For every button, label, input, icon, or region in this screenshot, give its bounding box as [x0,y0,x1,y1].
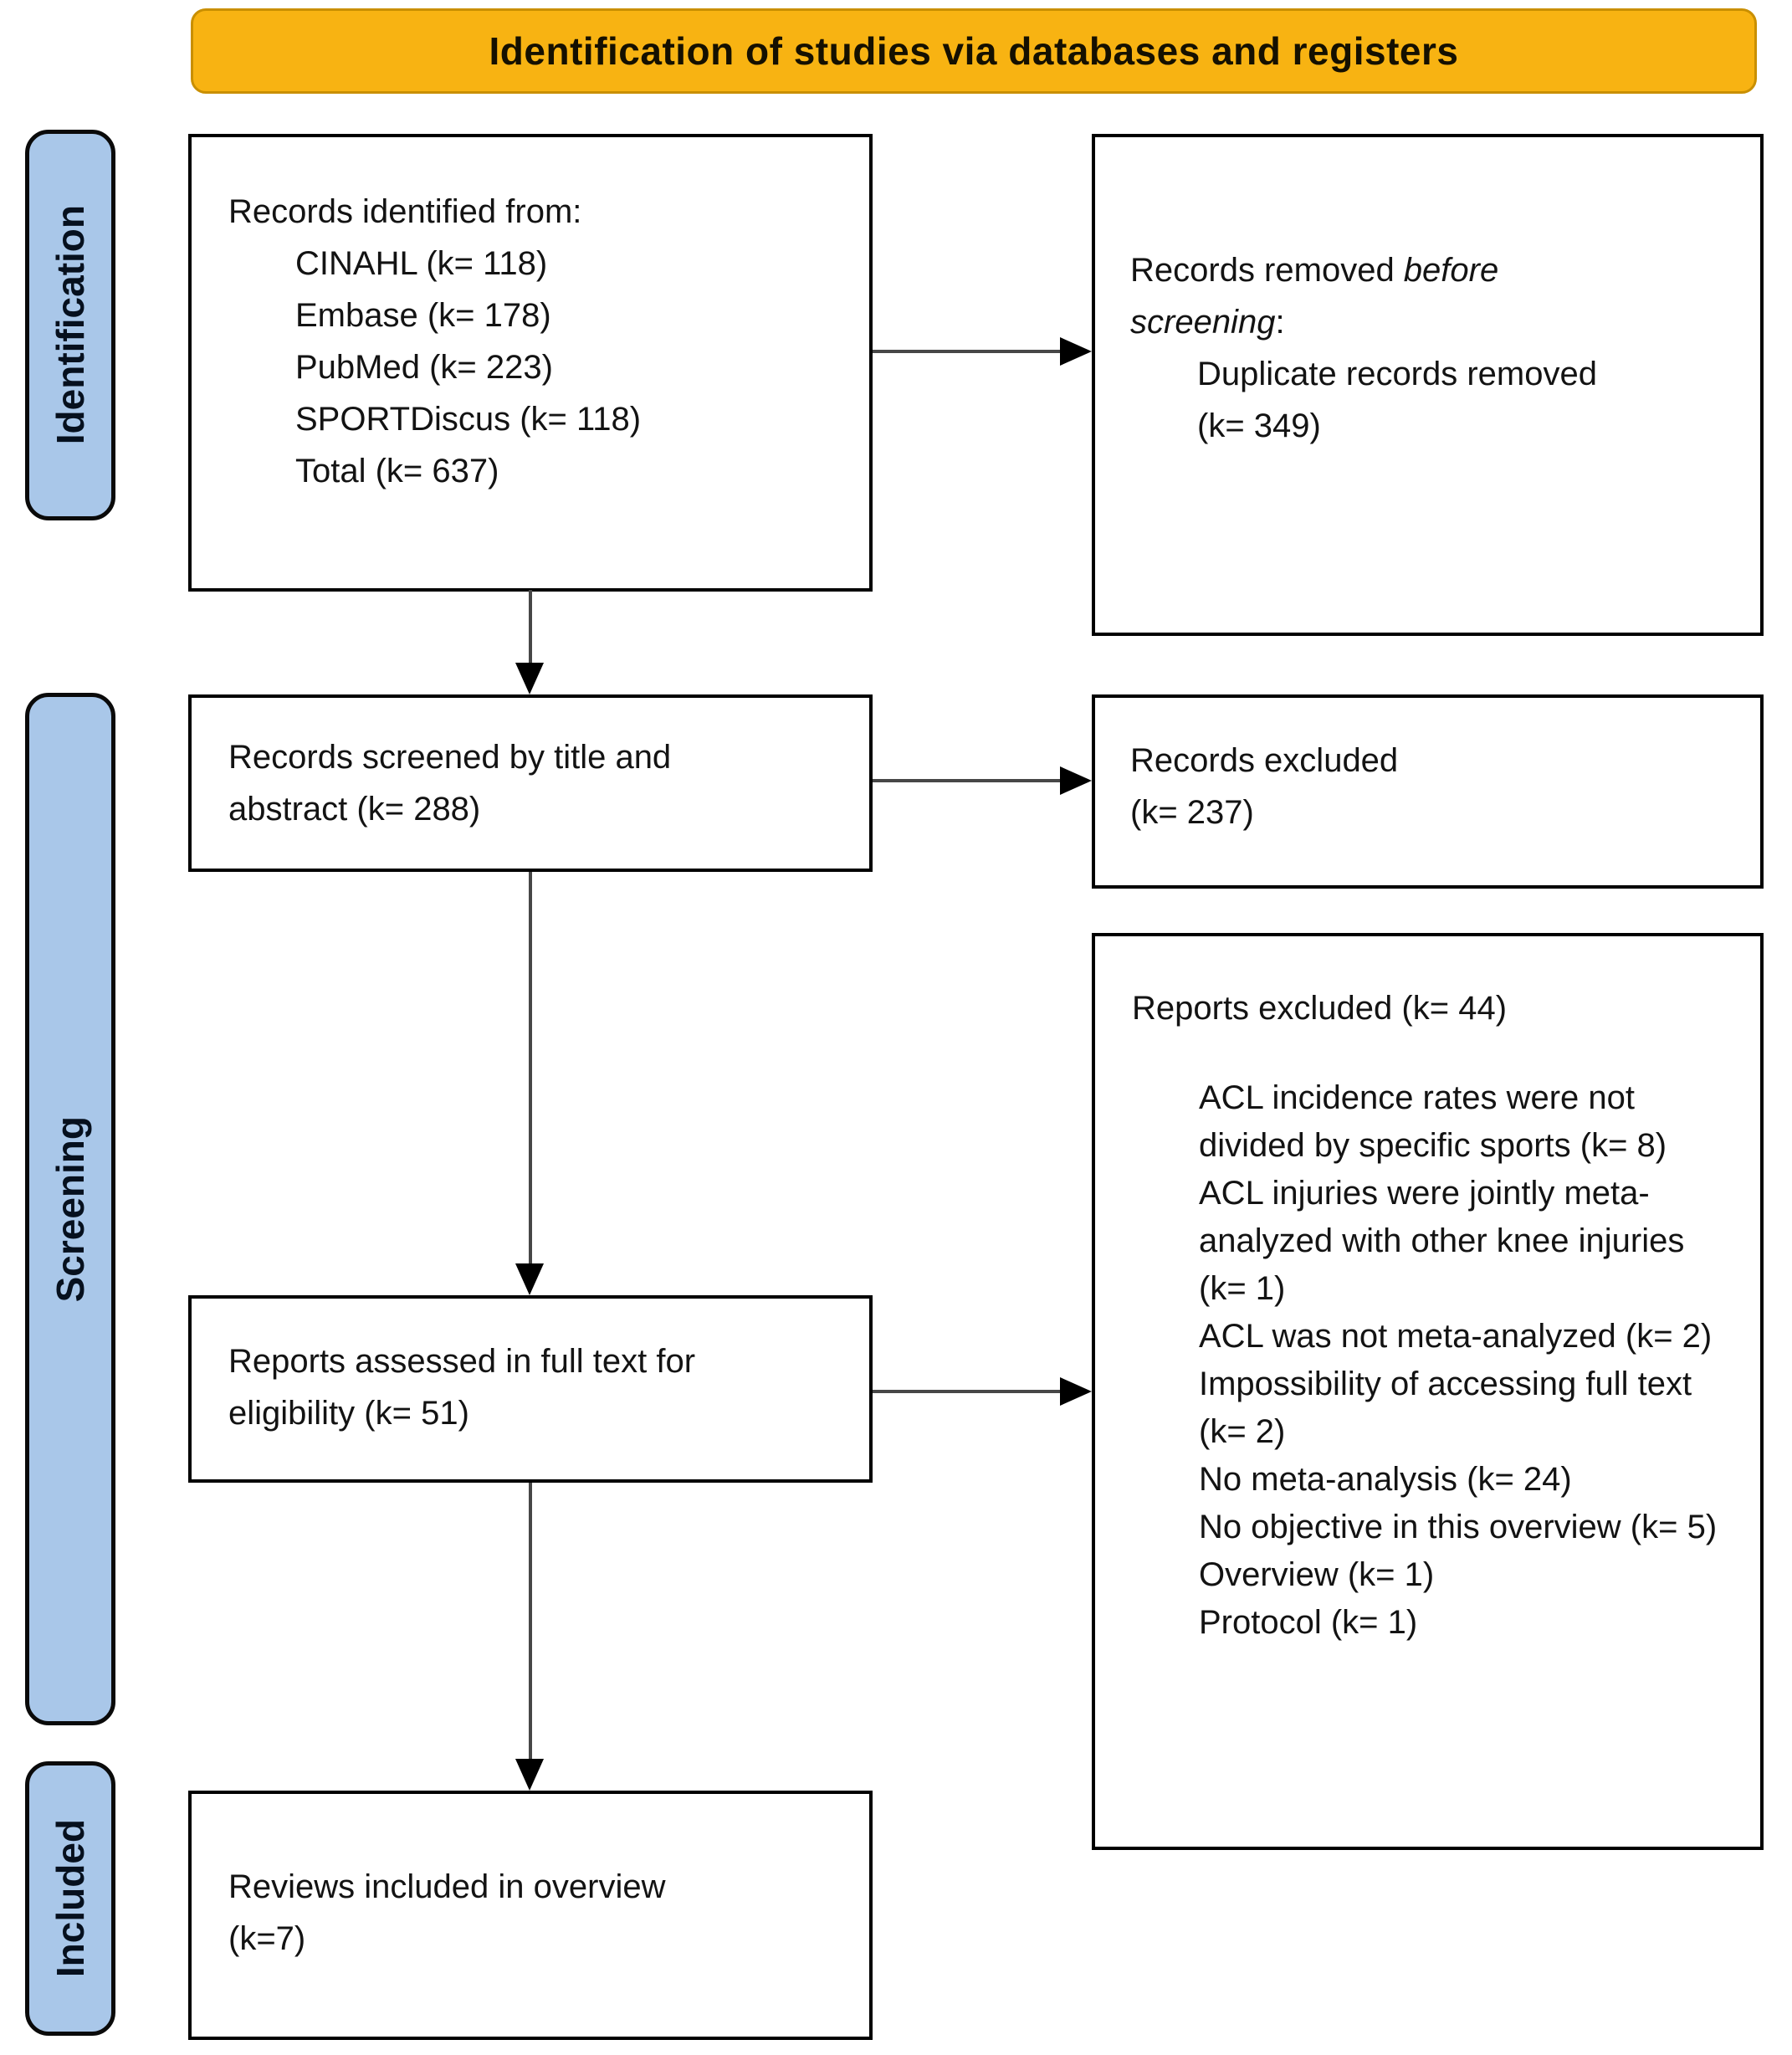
list-item: Impossibility of accessing full text (k=… [1199,1366,1692,1450]
arrow-shaft [873,779,1063,782]
box-title: Reports excluded (k= 44) [1132,990,1508,1027]
list-item: SPORTDiscus (k= 118) [295,401,642,438]
stage-label-text: Included [49,1819,92,1978]
arrow-shaft [873,1390,1063,1393]
arrowhead-right-icon [1060,766,1092,795]
list-item: ACL was not meta-analyzed (k= 2) [1199,1318,1713,1355]
intro-suffix: : [1275,304,1285,341]
list-item: PubMed (k= 223) [295,349,553,386]
box-text-line: Reports assessed in full text for [228,1343,696,1380]
arrowhead-down-icon [515,663,544,694]
box-reports-excluded: Reports excluded (k= 44) ACL incidence r… [1092,933,1764,1850]
arrow-shaft [529,872,532,1267]
box-intro: Records identified from: [228,193,582,230]
arrowhead-down-icon [515,1759,544,1791]
list-item: Total (k= 637) [295,453,499,489]
arrowhead-right-icon [1060,1377,1092,1406]
box-reviews-included: Reviews included in overview (k=7) [188,1791,873,2040]
box-intro: Records removed before screening: [1130,244,1582,348]
list-item: Embase (k= 178) [295,297,551,334]
list-item: ACL injuries were jointly meta-analyzed … [1199,1175,1685,1307]
box-text-line: (k= 237) [1130,794,1254,831]
list-item: Overview (k= 1) [1199,1556,1435,1593]
box-records-identified: Records identified from: CINAHL (k= 118)… [188,134,873,592]
list-item: CINAHL (k= 118) [295,245,548,282]
box-text-line: Records excluded [1130,742,1399,779]
exclusion-reason-list: ACL incidence rates were not divided by … [1132,1074,1738,1647]
stage-label-text: Identification [49,205,92,445]
list-item: No objective in this overview (k= 5) [1199,1509,1718,1545]
box-text-line: Records screened by title and [228,739,672,776]
arrowhead-right-icon [1060,337,1092,366]
arrow-shaft [529,1483,532,1762]
box-text-line: eligibility (k= 51) [228,1395,469,1432]
intro-prefix: Records removed [1130,252,1404,289]
list-item: Duplicate records removed (k= 349) [1197,356,1597,444]
box-records-screened: Records screened by title and abstract (… [188,694,873,872]
box-text-line: Reviews included in overview [228,1868,666,1905]
box-reports-assessed: Reports assessed in full text for eligib… [188,1295,873,1483]
stage-label-identification: Identification [25,130,115,520]
arrowhead-down-icon [515,1263,544,1295]
box-records-excluded: Records excluded (k= 237) [1092,694,1764,889]
banner-title: Identification of studies via databases … [489,29,1459,73]
list-item: No meta-analysis (k= 24) [1199,1461,1572,1498]
arrow-shaft [529,590,532,669]
box-text-line: abstract (k= 288) [228,791,481,828]
arrow-shaft [873,350,1063,353]
stage-label-included: Included [25,1761,115,2036]
list-item: Protocol (k= 1) [1199,1604,1418,1641]
box-text-line: (k=7) [228,1920,306,1957]
stage-label-text: Screening [49,1115,92,1303]
banner: Identification of studies via databases … [191,8,1757,94]
intro-emphasis: before screening [1130,252,1499,341]
box-records-removed: Records removed before screening: Duplic… [1092,134,1764,636]
stage-label-screening: Screening [25,693,115,1725]
list-item: ACL incidence rates were not divided by … [1199,1079,1667,1164]
